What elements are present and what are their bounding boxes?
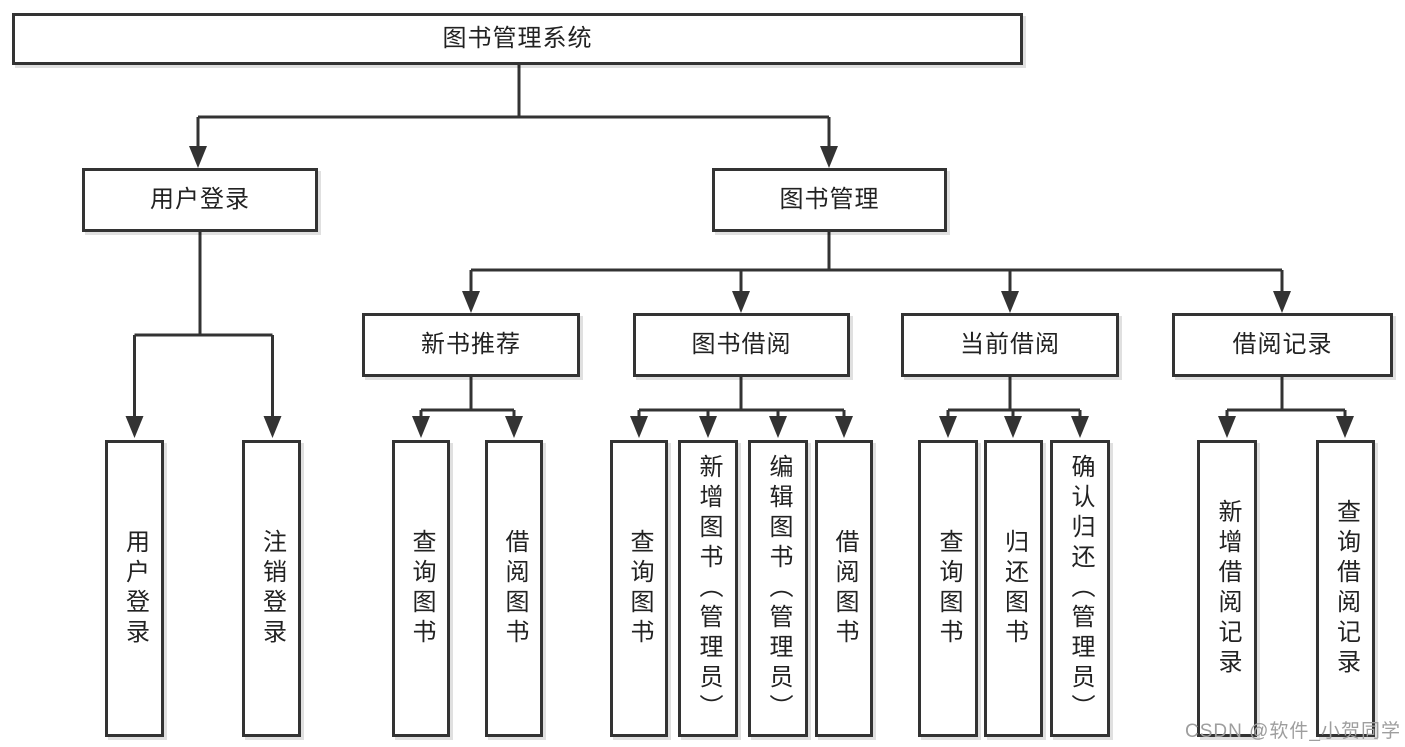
- node-book-borrowing-label: 图书借阅: [691, 331, 792, 358]
- csdn-watermark: CSDN @软件_小贺同学: [1185, 721, 1401, 742]
- leaf-confirm-return-admin: 确认归还（管理员）: [1050, 440, 1110, 737]
- node-book-borrowing: 图书借阅: [633, 313, 850, 377]
- leaf-query-books-recommend: 查询图书: [392, 440, 450, 737]
- leaf-query-books-borrowing-label: 查询图书: [626, 528, 653, 649]
- leaf-return-books-label: 归还图书: [1000, 528, 1028, 649]
- node-current-borrowing-label: 当前借阅: [960, 331, 1060, 358]
- tree-edges: [133, 65, 1347, 420]
- node-book-management: 图书管理: [712, 168, 947, 232]
- node-new-book-recommend-label: 新书推荐: [421, 331, 521, 358]
- leaf-add-borrow-record: 新增借阅记录: [1197, 440, 1257, 737]
- leaf-return-books: 归还图书: [984, 440, 1043, 737]
- leaf-confirm-return-admin-label: 确认归还（管理员）: [1067, 453, 1094, 724]
- leaf-borrow-books-recommend-label: 借阅图书: [501, 528, 528, 649]
- leaf-query-borrow-record: 查询借阅记录: [1316, 440, 1375, 737]
- node-new-book-recommend: 新书推荐: [362, 313, 580, 377]
- leaf-borrow-books: 借阅图书: [815, 440, 873, 737]
- leaf-query-books-borrowing: 查询图书: [610, 440, 668, 737]
- node-borrowing-records-label: 借阅记录: [1232, 331, 1333, 358]
- leaf-query-borrow-record-label: 查询借阅记录: [1332, 498, 1360, 679]
- leaf-add-books-admin-label: 新增图书（管理员）: [695, 453, 722, 724]
- leaf-user-login-label: 用户登录: [121, 528, 149, 649]
- leaf-query-books-current: 查询图书: [918, 440, 978, 737]
- leaf-add-books-admin: 新增图书（管理员）: [678, 440, 738, 737]
- node-user-login-label: 用户登录: [150, 186, 250, 213]
- leaf-query-books-current-label: 查询图书: [935, 528, 962, 649]
- node-root: 图书管理系统: [12, 13, 1023, 65]
- node-book-management-label: 图书管理: [779, 186, 880, 213]
- node-user-login: 用户登录: [82, 168, 318, 232]
- node-borrowing-records: 借阅记录: [1172, 313, 1393, 377]
- arrowheads: [125, 146, 1354, 438]
- node-current-borrowing: 当前借阅: [901, 313, 1119, 377]
- leaf-logout: 注销登录: [242, 440, 301, 737]
- leaf-edit-books-admin: 编辑图书（管理员）: [748, 440, 808, 737]
- leaf-query-books-recommend-label: 查询图书: [408, 528, 435, 649]
- leaf-borrow-books-label: 借阅图书: [831, 528, 858, 649]
- node-root-label: 图书管理系统: [442, 25, 593, 52]
- leaf-logout-label: 注销登录: [258, 528, 286, 649]
- leaf-borrow-books-recommend: 借阅图书: [485, 440, 543, 737]
- leaf-add-borrow-record-label: 新增借阅记录: [1214, 498, 1241, 679]
- leaf-edit-books-admin-label: 编辑图书（管理员）: [765, 453, 792, 724]
- leaf-user-login: 用户登录: [105, 440, 164, 737]
